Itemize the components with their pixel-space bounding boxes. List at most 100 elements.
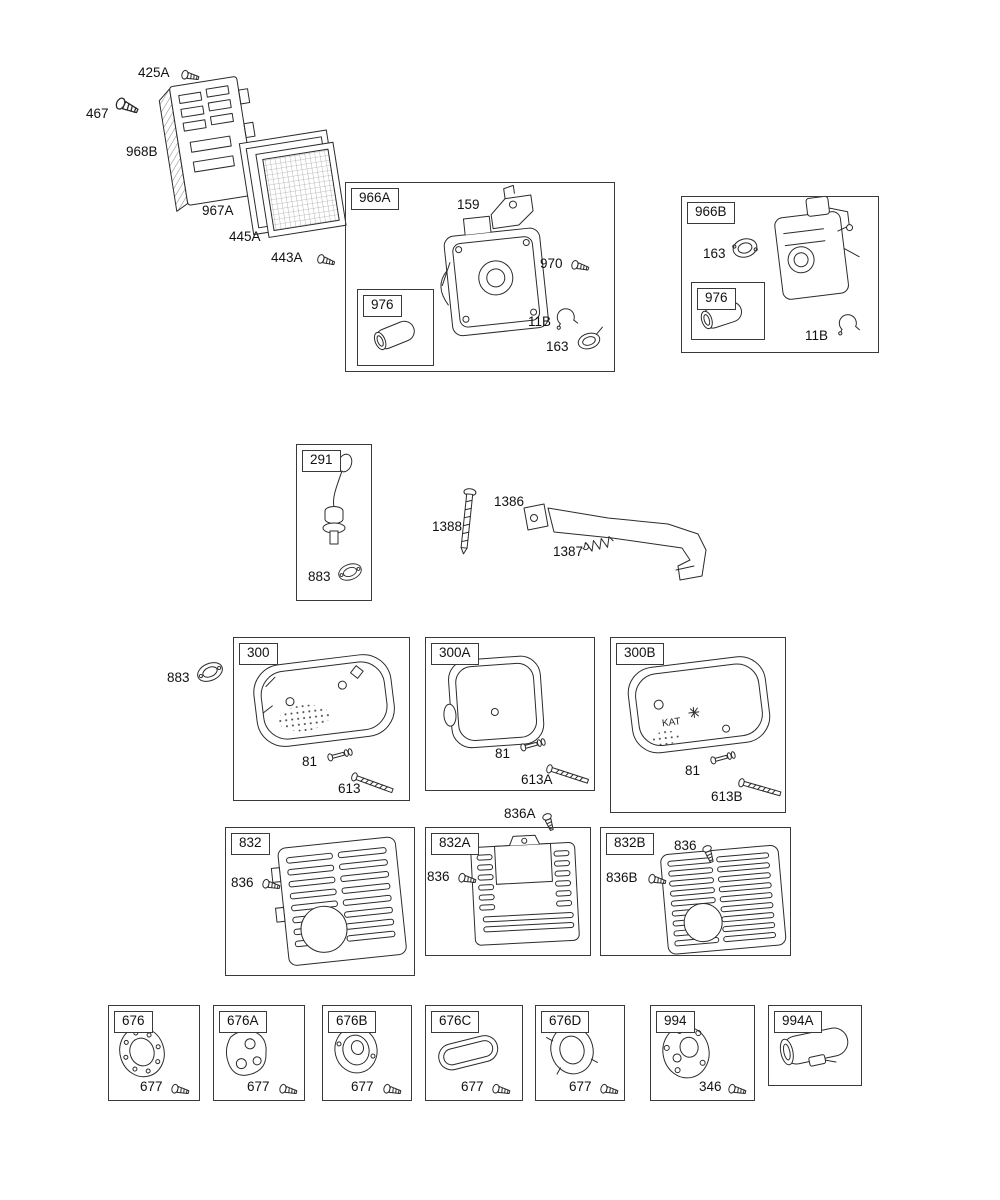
flange-676B-drawing (334, 1026, 378, 1074)
group-box-300B: 300B (610, 637, 786, 813)
group-box-832B: 832B (600, 827, 791, 956)
part-label-159: 159 (457, 197, 480, 212)
group-label-976B: 976 (697, 288, 736, 310)
gasket-883-icon (194, 658, 226, 686)
group-label-300: 300 (239, 643, 278, 665)
group-box-994: 994 (650, 1005, 755, 1101)
pipe-994A-drawing (779, 1027, 849, 1067)
group-box-300A: 300A (425, 637, 595, 791)
muffler-kat-marking: KAT (661, 716, 681, 729)
part-label-163-966B: 163 (703, 246, 726, 261)
group-label-832A: 832A (431, 833, 479, 855)
guard-832B-drawing (660, 844, 787, 955)
group-label-976A: 976 (363, 295, 402, 317)
plate-994-drawing (662, 1025, 710, 1079)
part-label-677-676A: 677 (247, 1079, 270, 1094)
group-box-832A: 832A (425, 827, 591, 956)
bracket-1386-drawing (523, 503, 707, 581)
part-label-81-300: 81 (302, 754, 318, 769)
group-label-832B: 832B (606, 833, 654, 855)
group-box-291: 291 (296, 444, 372, 601)
group-label-676B: 676B (328, 1011, 376, 1033)
part-label-613A: 613A (521, 772, 553, 787)
part-label-970: 970 (540, 256, 563, 271)
part-label-445A: 445A (229, 229, 261, 244)
group-label-300B: 300B (616, 643, 664, 665)
group-box-966B: 966B 976 (681, 196, 879, 353)
spring-1387-drawing (582, 536, 614, 552)
part-label-1386: 1386 (494, 494, 525, 509)
part-label-836-832A: 836 (427, 869, 450, 884)
part-label-11B-966B: 11B (805, 328, 829, 343)
part-label-443A: 443A (271, 250, 303, 265)
group-label-994A: 994A (774, 1011, 822, 1033)
screw-1388-drawing (460, 488, 477, 555)
group-label-291: 291 (302, 450, 341, 472)
part-label-425A: 425A (138, 65, 170, 80)
group-label-676C: 676C (431, 1011, 480, 1033)
fitting-467-icon (114, 96, 141, 117)
group-box-976A: 976 (357, 289, 434, 366)
group-box-832: 832 (225, 827, 415, 976)
group-label-676A: 676A (219, 1011, 267, 1033)
group-box-676A: 676A (213, 1005, 305, 1101)
cover-676C-drawing (438, 1035, 499, 1071)
part-label-968B: 968B (126, 144, 158, 159)
part-label-81-300B: 81 (685, 763, 701, 778)
flange-676-drawing (119, 1026, 165, 1078)
group-box-676C: 676C (425, 1005, 523, 1101)
part-label-467: 467 (86, 106, 109, 121)
muffler-300A-drawing (443, 655, 545, 749)
part-label-967A: 967A (202, 203, 234, 218)
group-label-994: 994 (656, 1011, 695, 1033)
screw-425A-icon (180, 69, 201, 83)
part-label-677-676: 677 (140, 1079, 163, 1094)
dipstick-291-drawing (322, 453, 353, 545)
screw-443A-icon (316, 253, 337, 268)
clamp-163-drawing (577, 326, 603, 350)
part-label-836-832: 836 (231, 875, 254, 890)
part-label-613B: 613B (711, 789, 743, 804)
part-label-883: 883 (167, 670, 190, 685)
group-box-994A: 994A (768, 1005, 862, 1086)
part-label-1388: 1388 (432, 519, 463, 534)
muffler-300-drawing (253, 654, 395, 747)
intake-assembly-966B-drawing (774, 195, 860, 300)
muffler-300B-drawing: KAT (627, 656, 771, 754)
air-filter-housing-968B-drawing (158, 76, 256, 212)
intake-plate-966A-drawing (440, 215, 549, 337)
part-label-81-300A: 81 (495, 746, 511, 761)
group-label-832: 832 (231, 833, 270, 855)
group-box-300: 300 (233, 637, 410, 801)
group-label-676D: 676D (541, 1011, 590, 1033)
group-box-976B: 976 (691, 282, 765, 340)
part-label-11B-966A: 11B (528, 314, 552, 329)
group-box-676B: 676B (322, 1005, 412, 1101)
gasket-163-drawing (732, 238, 758, 258)
group-label-676: 676 (114, 1011, 153, 1033)
group-box-676: 676 (108, 1005, 200, 1101)
group-box-966A: 966A 976 (345, 182, 615, 372)
part-label-613: 613 (338, 781, 361, 796)
group-label-966A: 966A (351, 188, 399, 210)
filter-element-445A-drawing (255, 141, 347, 238)
gasket-676A-drawing (225, 1030, 267, 1076)
part-label-1387: 1387 (553, 544, 584, 559)
part-label-836A: 836A (504, 806, 536, 821)
part-label-346: 346 (699, 1079, 722, 1094)
group-label-300A: 300A (431, 643, 479, 665)
guard-832A-drawing (470, 834, 580, 946)
guard-832-drawing (270, 836, 407, 966)
breather-tube-976A-drawing (373, 320, 415, 351)
part-label-836-832B: 836 (674, 838, 697, 853)
part-label-836B: 836B (606, 870, 638, 885)
part-label-677-676D: 677 (569, 1079, 592, 1094)
group-label-966B: 966B (687, 202, 735, 224)
part-label-883-291: 883 (308, 569, 331, 584)
part-label-677-676C: 677 (461, 1079, 484, 1094)
part-label-163-966A: 163 (546, 339, 569, 354)
group-box-676D: 676D (535, 1005, 625, 1101)
part-label-677-676B: 677 (351, 1079, 374, 1094)
